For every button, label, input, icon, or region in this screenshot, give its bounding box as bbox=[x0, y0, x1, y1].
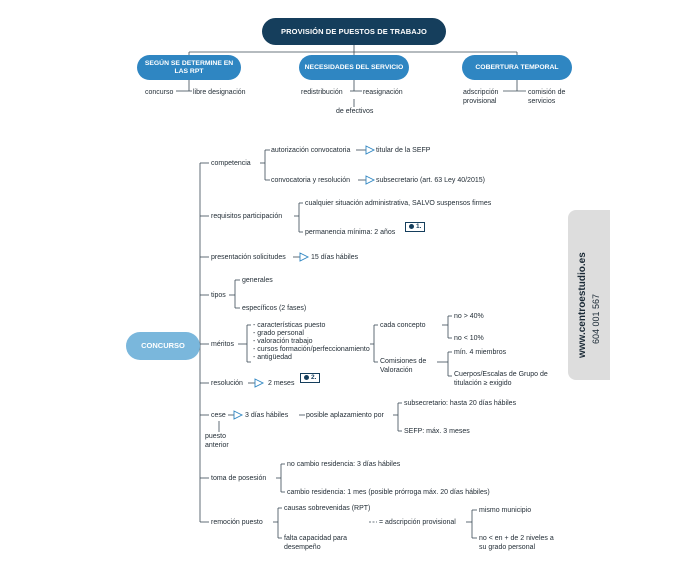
merits-list-item: - antigüedad bbox=[253, 354, 292, 361]
category-item: comisión de servicios bbox=[528, 89, 566, 105]
branch-requisitos: requisitos participación bbox=[211, 213, 283, 220]
arrow-icon bbox=[254, 378, 265, 388]
node-text: Cuerpos/Escalas de Grupo de titulación ≥… bbox=[454, 371, 548, 387]
category-item: concurso bbox=[145, 89, 174, 96]
node-text: mín. 4 miembros bbox=[454, 349, 507, 356]
branch-tipos: tipos bbox=[211, 292, 226, 299]
node-text: 2 meses bbox=[268, 380, 295, 387]
note-badge-label: 1. bbox=[416, 223, 422, 230]
node-text: 3 días hábiles bbox=[245, 412, 289, 419]
category-item: redistribución bbox=[301, 89, 343, 96]
branch-remocion: remoción puesto bbox=[211, 519, 263, 526]
node-text: convocatoria y resolución bbox=[271, 177, 350, 184]
concurso-node: CONCURSO bbox=[126, 332, 200, 360]
category-rpt: SEGÚN SE DETERMINE EN LAS RPT bbox=[137, 55, 241, 80]
node-text: cada concepto bbox=[380, 322, 426, 329]
node-text: causas sobrevenidas (RPT) bbox=[284, 505, 371, 512]
branch-meritos: méritos bbox=[211, 341, 234, 348]
merits-list-item: - grado personal bbox=[253, 330, 304, 337]
category-necesidades: NECESIDADES DEL SERVICIO bbox=[299, 55, 409, 80]
node-text: autorización convocatoria bbox=[271, 147, 351, 154]
category-item: de efectivos bbox=[336, 108, 374, 115]
node-text: específicos (2 fases) bbox=[242, 305, 307, 312]
node-text: 15 días hábiles bbox=[311, 254, 359, 261]
node-text: permanencia mínima: 2 años bbox=[305, 229, 396, 236]
node-text: no cambio residencia: 3 días hábiles bbox=[287, 461, 401, 468]
phone-label: 604 001 567 bbox=[591, 293, 601, 344]
branch-toma-posesion: toma de posesión bbox=[211, 475, 267, 482]
category-item: libre designación bbox=[193, 89, 246, 96]
contact-sidebar: www.centroestudio.es 604 001 567 bbox=[568, 210, 610, 380]
merits-list-item: - características puesto bbox=[253, 322, 326, 329]
node-text: mismo municipio bbox=[479, 507, 532, 514]
node-text: cambio residencia: 1 mes (posible prórro… bbox=[287, 489, 490, 496]
node-text: falta capacidad para desempeño bbox=[284, 535, 348, 551]
category-item: reasignación bbox=[363, 89, 403, 96]
note-badge: 2. bbox=[300, 373, 321, 383]
node-text: Comisiones de Valoración bbox=[380, 358, 427, 374]
category-cobertura: COBERTURA TEMPORAL bbox=[462, 55, 572, 80]
node-text: = adscripción provisional bbox=[379, 519, 456, 526]
node-text: generales bbox=[242, 277, 273, 284]
node-text: subsecretario (art. 63 Ley 40/2015) bbox=[376, 177, 485, 184]
node-text: subsecretario: hasta 20 días hábiles bbox=[404, 400, 517, 407]
node-text: no > 40% bbox=[454, 313, 484, 320]
node-text: no < en + de 2 niveles a su grado person… bbox=[479, 535, 554, 551]
node-text: SEFP: máx. 3 meses bbox=[404, 428, 470, 435]
branch-competencia: competencia bbox=[211, 160, 251, 167]
branch-presentacion: presentación solicitudes bbox=[211, 254, 286, 261]
branch-resolucion: resolución bbox=[211, 380, 243, 387]
website-label: www.centroestudio.es bbox=[577, 252, 588, 358]
note-dot-icon bbox=[304, 374, 309, 380]
note-dot-icon bbox=[409, 223, 414, 229]
branch-cese: cese bbox=[211, 412, 226, 419]
arrow-icon bbox=[365, 175, 376, 185]
node-text: posible aplazamiento por bbox=[306, 412, 384, 419]
diagram-title: PROVISIÓN DE PUESTOS DE TRABAJO bbox=[262, 18, 446, 45]
note-badge: 1. bbox=[405, 222, 426, 232]
node-text: titular de la SEFP bbox=[376, 147, 431, 154]
category-item: adscripción provisional bbox=[463, 89, 499, 105]
node-text: no < 10% bbox=[454, 335, 484, 342]
arrow-icon bbox=[365, 145, 376, 155]
merits-list-item: - cursos formación/perfeccionamiento bbox=[253, 346, 370, 353]
arrow-icon bbox=[233, 410, 244, 420]
merits-list-item: - valoración trabajo bbox=[253, 338, 313, 345]
node-text: cualquier situación administrativa, SALV… bbox=[305, 200, 492, 207]
node-text: puesto anterior bbox=[205, 433, 229, 449]
arrow-icon bbox=[299, 252, 310, 262]
note-badge-label: 2. bbox=[311, 374, 317, 381]
